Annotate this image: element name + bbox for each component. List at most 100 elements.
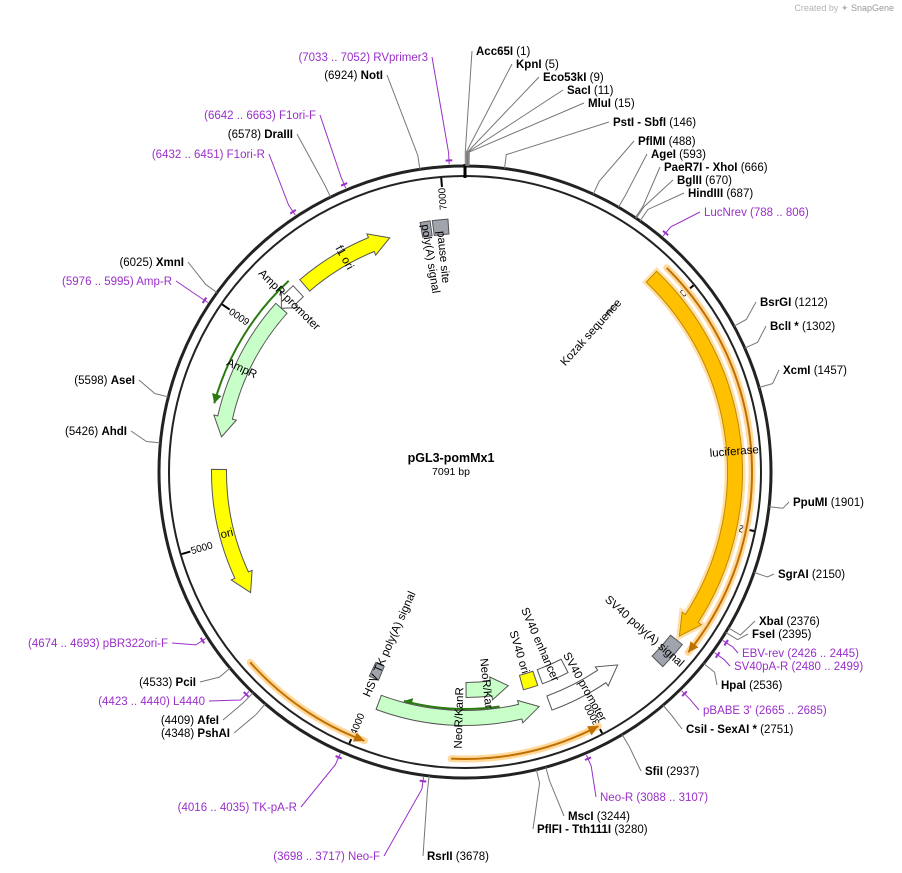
site-labels[interactable]: Acc65I (1)KpnI (5)Eco53kI (9)SacI (11)Ml… — [28, 46, 864, 863]
feature-shape[interactable] — [604, 303, 617, 317]
orf-halo — [246, 658, 368, 745]
feature-shape[interactable] — [518, 670, 539, 691]
orf-halo — [447, 722, 602, 763]
site-position: (5426) — [65, 426, 101, 438]
site-position: (1457) — [811, 365, 848, 377]
site-name: HpaI — [721, 680, 746, 692]
feature-shape[interactable] — [368, 661, 385, 681]
primer-label[interactable]: pBABE 3' (2665 .. 2685) — [703, 705, 827, 717]
site-leader-line — [634, 166, 661, 219]
site-leader-line — [681, 690, 700, 711]
site-position: (3088 .. 3107) — [633, 792, 708, 804]
enzyme-site-label[interactable]: (4533) PciI — [139, 677, 196, 689]
feature-shape[interactable] — [645, 270, 743, 637]
feature-shape[interactable] — [211, 468, 253, 594]
enzyme-site-label[interactable]: PstI - SbfI (146) — [613, 117, 696, 129]
feature-shape[interactable] — [280, 284, 304, 309]
site-leader-line — [431, 56, 450, 165]
feature-label: pause site — [434, 230, 451, 283]
snapgene-logo-icon: ✦ — [840, 3, 849, 13]
enzyme-site-label[interactable]: XbaI (2376) — [759, 616, 820, 628]
primer-label[interactable]: (4674 .. 4693) pBR322ori-F — [28, 638, 168, 650]
feature-shape[interactable] — [546, 664, 619, 711]
site-leader-line — [130, 430, 161, 444]
site-position: (666) — [738, 162, 768, 174]
feature-shape[interactable] — [375, 694, 541, 726]
enzyme-site-label[interactable]: (5598) AseI — [74, 375, 135, 387]
primer-label[interactable]: (6432 .. 6451) F1ori-R — [152, 149, 265, 161]
site-name: F1ori-R — [227, 149, 265, 161]
site-position: (3698 .. 3717) — [273, 851, 348, 863]
site-name: pBABE 3' — [703, 705, 752, 717]
site-position: (593) — [676, 149, 706, 161]
feature-shape[interactable] — [299, 233, 391, 292]
enzyme-site-label[interactable]: PpuMI (1901) — [793, 497, 864, 509]
primer-label[interactable]: (3698 .. 3717) Neo-F — [273, 851, 380, 863]
enzyme-site-label[interactable]: AgeI (593) — [651, 149, 706, 161]
primer-label[interactable]: (5976 .. 5995) Amp-R — [62, 276, 172, 288]
site-position: (7033 .. 7052) — [298, 52, 373, 64]
site-name: EBV-rev — [742, 648, 784, 660]
site-leader-line — [662, 704, 683, 730]
enzyme-site-label[interactable]: Acc65I (1) — [476, 46, 531, 58]
enzyme-site-label[interactable]: MluI (15) — [588, 98, 635, 110]
enzyme-site-label[interactable]: FseI (2395) — [752, 629, 812, 641]
primer-label[interactable]: Neo-R (3088 .. 3107) — [600, 792, 708, 804]
enzyme-site-label[interactable]: KpnI (5) — [516, 59, 559, 71]
feature-shape[interactable] — [431, 218, 450, 237]
enzyme-site-label[interactable]: PaeR7I - XhoI (666) — [664, 162, 768, 174]
site-position: (4409) — [161, 715, 197, 727]
enzyme-site-label[interactable]: BsrGI (1212) — [760, 297, 828, 309]
enzyme-site-label[interactable]: HpaI (2536) — [721, 680, 783, 692]
site-name: LucNrev — [704, 207, 747, 219]
site-name: KpnI — [516, 59, 542, 71]
primer-label[interactable]: SV40pA-R (2480 .. 2499) — [734, 661, 863, 673]
primer-label[interactable]: (7033 .. 7052) RVprimer3 — [298, 52, 428, 64]
enzyme-site-label[interactable]: Eco53kI (9) — [543, 72, 604, 84]
enzyme-site-label[interactable]: (4348) PshAI — [161, 728, 230, 740]
enzyme-site-label[interactable]: SgrAI (2150) — [778, 569, 845, 581]
enzyme-site-label[interactable]: MscI (3244) — [568, 811, 630, 823]
enzyme-site-label[interactable]: BclI * (1302) — [770, 321, 835, 333]
site-leader-line — [383, 777, 425, 857]
enzyme-site-label[interactable]: (5426) AhdI — [65, 426, 127, 438]
enzyme-site-label[interactable]: PflMI (488) — [638, 136, 696, 148]
site-position: (1212) — [791, 297, 828, 309]
enzyme-site-label[interactable]: SacI (11) — [567, 85, 614, 97]
site-name: PpuMI — [793, 497, 828, 509]
orf-arc — [451, 725, 599, 760]
site-name: Neo-R — [600, 792, 633, 804]
enzyme-site-label[interactable]: PflFI - Tth111I (3280) — [537, 824, 648, 836]
site-name: AfeI — [197, 715, 219, 727]
primer-label[interactable]: (4016 .. 4035) TK-pA-R — [178, 802, 297, 814]
enzyme-site-label[interactable]: BglII (670) — [677, 175, 732, 187]
site-leader-line — [662, 211, 701, 237]
feature-shape[interactable] — [419, 220, 433, 238]
site-leader-line — [635, 179, 674, 219]
feature-shape[interactable] — [651, 634, 684, 668]
site-name: F1ori-F — [279, 110, 316, 122]
primer-label[interactable]: (4423 .. 4440) L4440 — [98, 696, 205, 708]
primer-label[interactable]: EBV-rev (2426 .. 2445) — [742, 648, 859, 660]
enzyme-site-label[interactable]: SfiI (2937) — [645, 766, 699, 778]
enzyme-site-label[interactable]: (6578) DraIII — [228, 129, 293, 141]
enzyme-site-label[interactable]: XcmI (1457) — [783, 365, 847, 377]
site-leader-line — [199, 667, 231, 683]
site-position: (4423 .. 4440) — [98, 696, 173, 708]
site-name: Neo-F — [348, 851, 380, 863]
feature-label: HSV TK poly(A) signal — [361, 590, 418, 699]
enzyme-site-label[interactable]: (6025) XmnI — [119, 257, 184, 269]
enzyme-site-label[interactable]: (6924) NotI — [324, 70, 383, 82]
primer-label[interactable]: LucNrev (788 .. 806) — [704, 207, 809, 219]
feature-shape[interactable] — [465, 676, 510, 701]
primer-label[interactable]: (6642 .. 6663) F1ori-F — [204, 110, 316, 122]
enzyme-site-label[interactable]: CsiI - SexAI * (2751) — [686, 724, 794, 736]
enzyme-site-label[interactable]: HindIII (687) — [688, 188, 753, 200]
enzyme-site-label[interactable]: (4409) AfeI — [161, 715, 219, 727]
feature-shape[interactable] — [536, 658, 569, 685]
site-leader-line — [618, 153, 648, 208]
site-name: BsrGI — [760, 297, 791, 309]
enzyme-site-label[interactable]: RsrII (3678) — [427, 851, 489, 863]
